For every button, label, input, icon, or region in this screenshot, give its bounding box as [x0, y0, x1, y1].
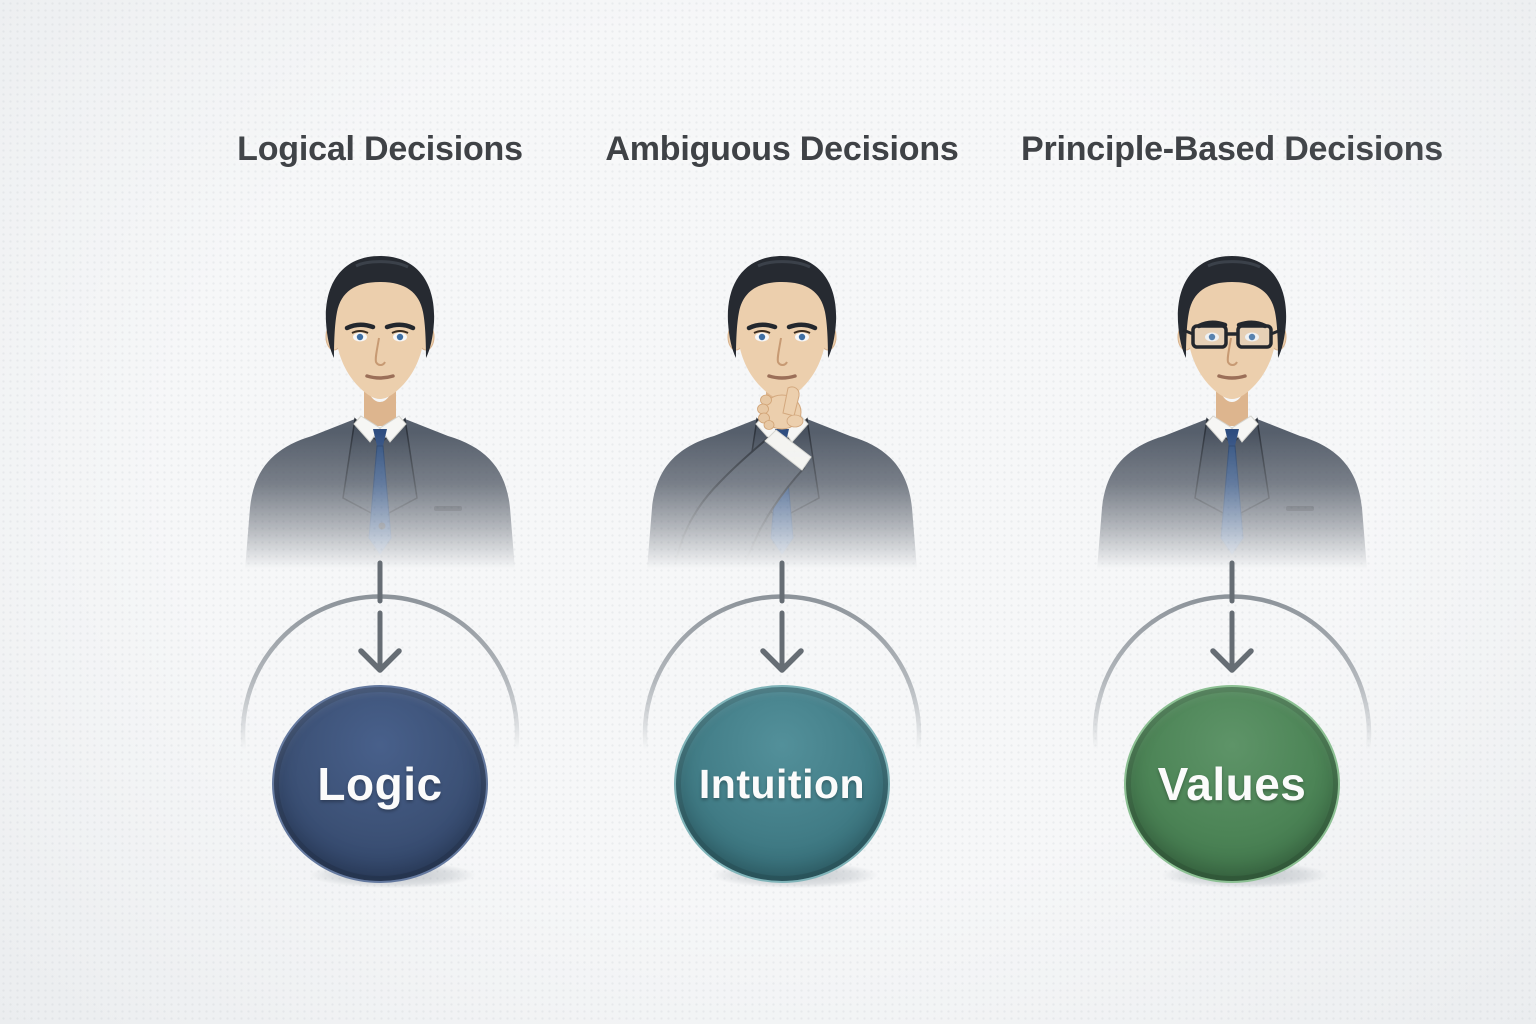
businessman-neutral-illustration	[230, 210, 530, 582]
column-principle-based-decisions: Principle-Based Decisions	[1012, 0, 1452, 1024]
outcome-ball-intuition: Intuition	[674, 685, 890, 883]
outcome-label: Intuition	[698, 760, 866, 807]
flow-connector	[1082, 556, 1382, 768]
outcome-ball-logic: Logic	[272, 685, 488, 883]
glasses-icon	[1182, 324, 1282, 349]
outcome-ball-values: Values	[1124, 685, 1340, 883]
down-arrow-icon	[358, 560, 402, 673]
down-arrow-icon	[1210, 560, 1254, 673]
column-title: Principle-Based Decisions	[1020, 130, 1444, 168]
column-title: Ambiguous Decisions	[605, 130, 959, 168]
down-arrow-icon	[760, 560, 804, 673]
outcome-label: Values	[1157, 758, 1307, 810]
businessman-thinking-hand-on-chin-illustration	[632, 210, 932, 583]
flow-connector	[632, 556, 932, 768]
column-logical-decisions: Logical Decisions	[160, 0, 600, 1024]
flow-connector	[230, 556, 530, 768]
column-ambiguous-decisions: Ambiguous Decisions	[562, 0, 1002, 1024]
column-title: Logical Decisions	[237, 130, 523, 168]
businessman-glasses-illustration	[1082, 210, 1382, 582]
outcome-label: Logic	[317, 758, 443, 810]
